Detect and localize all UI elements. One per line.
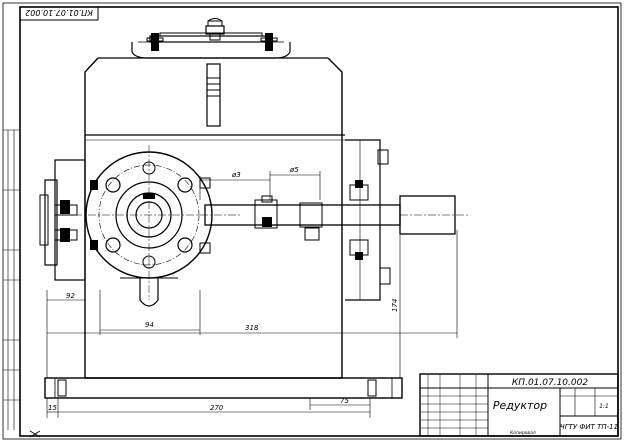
worm-wheel-flange — [60, 145, 240, 300]
dim-bottom-mid: 94 — [145, 321, 154, 329]
dimension-lines — [46, 171, 458, 418]
footer-label: Копировал — [510, 430, 536, 436]
origin-marker — [29, 430, 41, 438]
sheet-scale: 1:1 — [599, 403, 609, 410]
code-stamp-box — [19, 6, 99, 21]
dim-upper-left: ø3 — [231, 171, 241, 179]
dim-left-small: 92 — [66, 292, 75, 300]
dim-base-left: 15 — [48, 404, 57, 412]
drawing-title: Редуктор — [493, 399, 547, 412]
cover-bolts — [146, 33, 278, 51]
mirrored-code: КП.01.07.10.002 — [25, 8, 93, 17]
left-margin-table — [3, 129, 20, 430]
dim-base-mid: 270 — [210, 404, 224, 412]
drain-lug — [120, 277, 178, 307]
group-label: ЧГТУ ФИТ ТП-11 — [560, 423, 618, 431]
dim-total-width: 318 — [245, 324, 259, 332]
base-plate — [44, 377, 403, 399]
left-bearing-cap — [39, 159, 86, 281]
drawing-frame — [19, 6, 619, 437]
dim-base-right: 75 — [340, 397, 349, 405]
doc-code: КП.01.07.10.002 — [512, 378, 588, 388]
dim-height: 174 — [391, 299, 399, 312]
worm-shaft — [204, 149, 470, 285]
breather-plug — [205, 18, 225, 41]
title-block — [419, 373, 619, 437]
dim-upper-right: ø5 — [289, 166, 299, 174]
